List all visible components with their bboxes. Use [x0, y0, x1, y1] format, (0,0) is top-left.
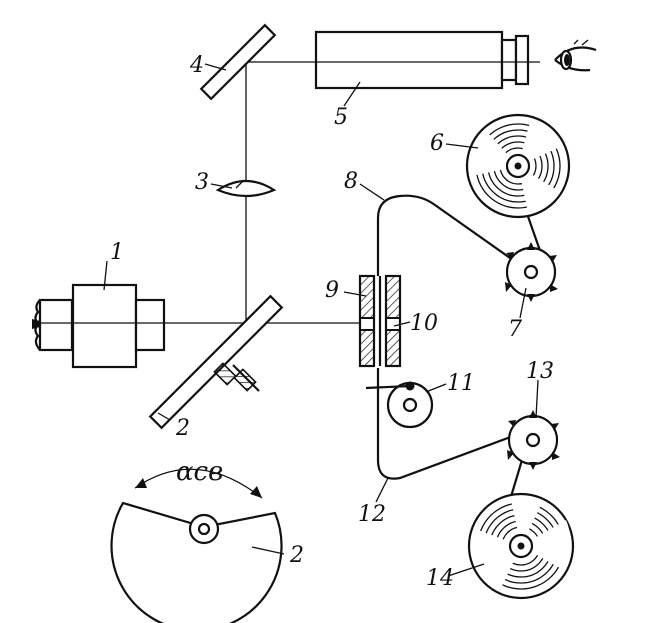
label-6: 6 [430, 131, 444, 156]
mirror-4 [199, 23, 277, 101]
takeup-reel [467, 492, 575, 600]
label-11: 11 [447, 371, 475, 396]
obturator-disc [110, 468, 283, 623]
label-2-disc: 2 [289, 543, 304, 568]
label-10: 10 [410, 311, 438, 336]
label-14: 14 [426, 566, 454, 591]
optical-axis [32, 61, 540, 324]
feed-reel [465, 113, 571, 219]
lens [215, 179, 277, 198]
label-9: 9 [325, 278, 339, 303]
label-8: 8 [344, 169, 358, 194]
label-1: 1 [110, 240, 124, 265]
label-12: 12 [358, 502, 386, 527]
label-13: 13 [526, 359, 554, 384]
label-5: 5 [334, 105, 348, 130]
obturator-mirror [148, 294, 284, 430]
light-source [32, 283, 166, 369]
label-3: 3 [195, 170, 209, 195]
eye-icon [554, 39, 597, 72]
label-2-mirror: 2 [175, 416, 190, 441]
label-4: 4 [189, 53, 204, 78]
pressure-roller [365, 381, 434, 429]
label-7: 7 [508, 317, 522, 342]
lower-sprocket [507, 410, 560, 470]
upper-sprocket [505, 242, 558, 302]
label-angle: αсв [176, 457, 223, 487]
labels: 1 2 2 3 4 5 6 7 8 9 10 11 12 13 14 αсв [110, 53, 554, 591]
eyepiece [314, 30, 530, 90]
film-gate [358, 274, 402, 368]
leader-lines [103, 63, 539, 577]
